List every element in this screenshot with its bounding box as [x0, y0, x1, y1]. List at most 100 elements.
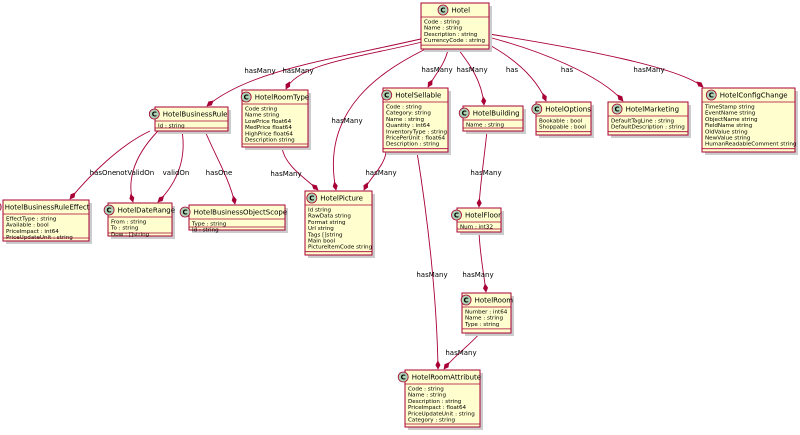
- class-name: HotelPicture: [320, 195, 363, 203]
- class-attribute: Name : string: [408, 393, 446, 399]
- relation-label: hasOne: [90, 169, 117, 177]
- relation-label: hasMany: [365, 169, 396, 177]
- class-badge-letter: C: [107, 207, 112, 215]
- relation-label: hasMany: [445, 349, 476, 357]
- class-badge-letter: C: [464, 297, 469, 305]
- class-badge-icon: [397, 371, 409, 383]
- class-HotelBusinessRuleEffect[interactable]: CHotelBusinessRuleEffectEffectType : str…: [0, 199, 92, 244]
- relation-label: hasMany: [633, 66, 664, 74]
- relation-line: [206, 37, 426, 107]
- class-badge-icon: [705, 89, 717, 101]
- composition-diamond-icon: [617, 94, 624, 102]
- relation-label: has: [506, 66, 519, 74]
- class-box: [420, 2, 490, 50]
- class-name: HotelRoomType: [255, 94, 310, 102]
- class-box: [462, 105, 524, 132]
- class-attribute: LowPrice float64: [245, 119, 292, 125]
- class-name: HotelDateRange: [118, 207, 175, 215]
- class-attribute: Code : string: [386, 105, 422, 111]
- class-name: HotelSellable: [395, 92, 441, 100]
- composition-diamond-icon: [332, 181, 338, 191]
- class-box: [701, 87, 796, 153]
- class-badge-icon: [381, 89, 393, 101]
- composition-diamond-icon: [231, 195, 237, 205]
- class-attribute: MedPrice float64: [245, 125, 292, 131]
- class-attribute: Url string: [308, 226, 334, 232]
- class-badge-icon: [179, 206, 191, 218]
- class-box: [2, 199, 90, 242]
- relation-Hotel-HotelPicture: hasMany: [331, 43, 437, 191]
- class-name: HotelBusinessRuleEffect: [5, 204, 90, 212]
- class-badge-letter: C: [440, 7, 445, 15]
- class-attribute: PriceImpact : int64: [6, 229, 59, 235]
- relation-HotelFloor-HotelRoom: hasMany: [462, 231, 494, 293]
- class-name: HotelOptions: [545, 106, 591, 114]
- relation-line: [157, 130, 184, 203]
- relation-HotelSellable-HotelPicture: hasMany: [363, 151, 397, 191]
- class-badge-letter: C: [384, 92, 389, 100]
- relation-HotelRoomType-HotelPicture: hasMany: [270, 146, 319, 191]
- class-name: HotelRoom: [475, 297, 514, 305]
- class-attribute: From : string: [111, 220, 147, 226]
- class-attribute: Category: string: [386, 111, 431, 117]
- class-attribute: Name string: [245, 113, 280, 119]
- composition-diamond-icon: [363, 182, 369, 191]
- relation-label: hasMany: [331, 117, 362, 125]
- class-name: HotelBusinessRule: [163, 111, 228, 119]
- class-badge-icon: [0, 203, 2, 211]
- relation-line: [130, 130, 159, 203]
- class-attribute: Format string: [308, 220, 346, 226]
- relation-label: hasMany: [456, 66, 487, 74]
- relation-Hotel-HotelSellable: hasMany: [421, 48, 453, 88]
- class-name: HotelBusinessObjectScope: [194, 209, 288, 217]
- composition-diamond-icon: [476, 198, 482, 208]
- relation-label: hasOne: [206, 169, 233, 177]
- relation-HotelBuilding-HotelFloor: hasMany: [470, 130, 502, 208]
- class-attribute: OldValue string: [705, 129, 748, 135]
- class-attribute: ObjectName string: [705, 117, 758, 123]
- class-attribute: Code : string: [408, 387, 444, 393]
- relation-HotelBusinessRule-HotelDateRange: notValidOn: [116, 130, 159, 203]
- relation-label: hasMany: [244, 67, 275, 75]
- class-badge-icon: [437, 4, 449, 16]
- class-attribute: Id : string: [192, 228, 219, 234]
- composition-diamond-icon: [285, 81, 291, 90]
- composition-diamond-icon: [129, 193, 135, 203]
- class-attribute: EventName string: [705, 111, 756, 117]
- class-attribute: PriceUpdateUnit : string: [408, 411, 475, 417]
- class-attribute: Name : string: [466, 123, 504, 129]
- class-attribute: Id : string: [158, 124, 185, 130]
- class-name: Hotel: [452, 7, 471, 15]
- class-attribute: HumanReadableComment string: [705, 142, 797, 148]
- composition-diamond-icon: [157, 195, 165, 203]
- class-attribute: FieldName string: [705, 123, 753, 129]
- class-attribute: Category : string: [408, 418, 455, 424]
- composition-diamond-icon: [542, 93, 547, 102]
- class-attribute: Description : string: [408, 399, 462, 405]
- class-attribute: Id string: [308, 208, 331, 214]
- class-attribute: Main bool: [308, 239, 336, 245]
- class-badge-icon: [611, 103, 623, 115]
- class-attribute: EffectType : string: [6, 217, 57, 223]
- class-badge-icon: [148, 108, 160, 120]
- class-attribute: Code string: [245, 107, 278, 113]
- class-name: HotelBuilding: [473, 110, 520, 118]
- class-attribute: RawData string: [308, 214, 351, 220]
- relation-Hotel-HotelRoomType: hasMany: [282, 39, 431, 90]
- class-attribute: Quantity : int64: [386, 123, 430, 129]
- class-box: [107, 202, 173, 237]
